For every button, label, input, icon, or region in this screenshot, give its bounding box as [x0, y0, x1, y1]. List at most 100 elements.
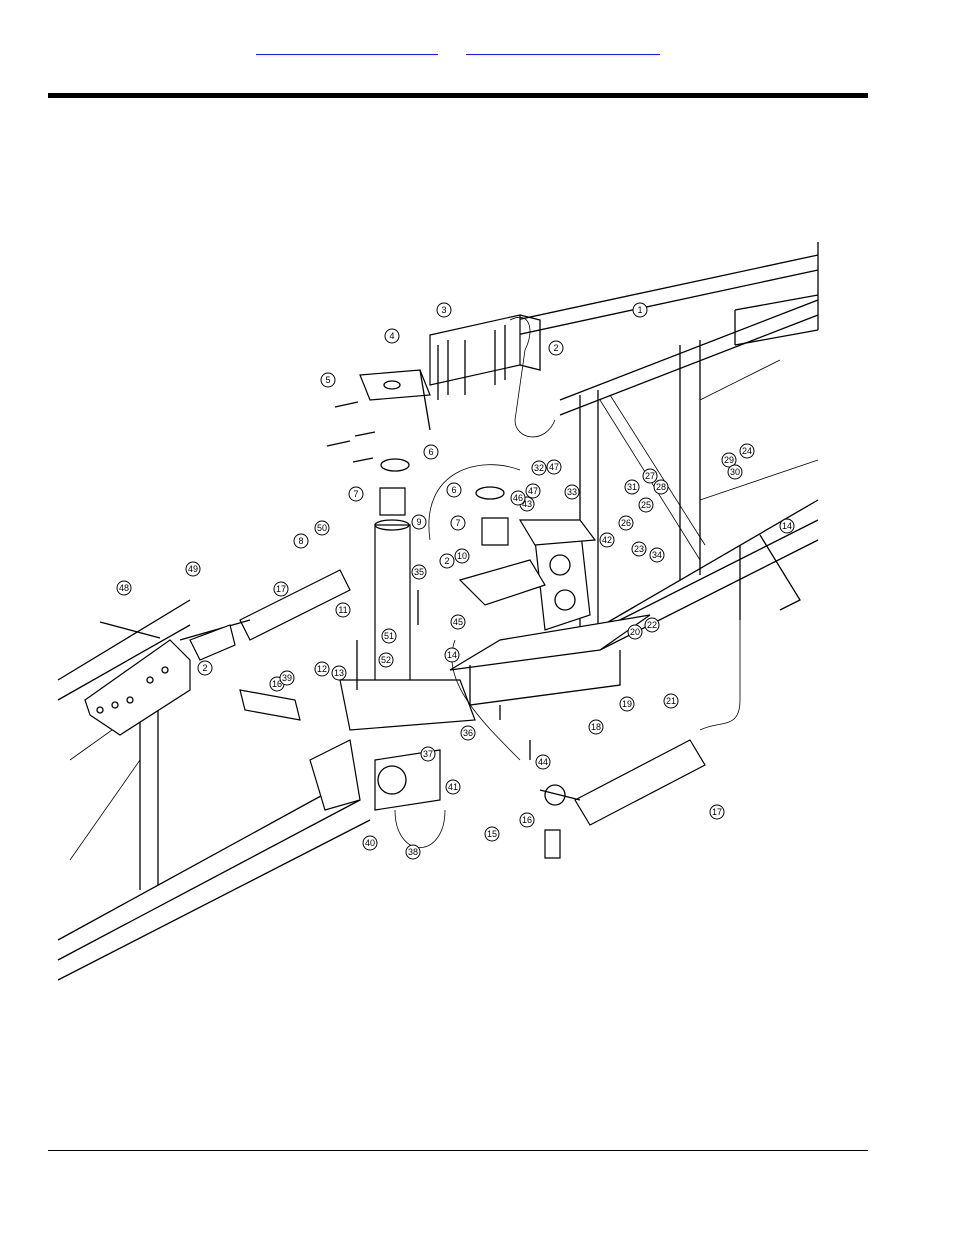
callout-6: 6 — [423, 444, 439, 460]
callout-40: 40 — [362, 835, 378, 851]
svg-text:17: 17 — [276, 584, 286, 594]
svg-text:14: 14 — [782, 521, 792, 531]
svg-text:9: 9 — [416, 517, 421, 527]
callout-7: 7 — [348, 486, 364, 502]
svg-text:5: 5 — [325, 375, 330, 385]
callout-30: 30 — [727, 464, 743, 480]
frame-linework — [57, 242, 819, 981]
svg-text:33: 33 — [567, 487, 577, 497]
callout-35: 35 — [411, 564, 427, 580]
callout-33: 33 — [564, 484, 580, 500]
callout-13: 13 — [331, 665, 347, 681]
svg-text:18: 18 — [591, 722, 601, 732]
svg-text:6: 6 — [451, 485, 456, 495]
svg-text:45: 45 — [453, 617, 463, 627]
svg-text:24: 24 — [742, 446, 752, 456]
svg-text:43: 43 — [522, 499, 532, 509]
callout-48: 48 — [116, 580, 132, 596]
callout-47: 47 — [525, 483, 541, 499]
svg-text:21: 21 — [666, 696, 676, 706]
callout-21: 21 — [663, 693, 679, 709]
svg-text:10: 10 — [457, 551, 467, 561]
callout-52: 52 — [378, 652, 394, 668]
callout-51: 51 — [381, 628, 397, 644]
svg-text:6: 6 — [428, 447, 433, 457]
svg-text:2: 2 — [444, 556, 449, 566]
svg-text:44: 44 — [538, 757, 548, 767]
callout-41: 41 — [445, 779, 461, 795]
svg-text:40: 40 — [365, 838, 375, 848]
svg-text:14: 14 — [447, 650, 457, 660]
callout-29: 29 — [721, 452, 737, 468]
callout-14: 14 — [444, 647, 460, 663]
header-link-right[interactable] — [466, 40, 660, 55]
callout-47: 47 — [546, 459, 562, 475]
svg-text:28: 28 — [656, 482, 666, 492]
callout-25: 25 — [638, 497, 654, 513]
callout-36: 36 — [460, 725, 476, 741]
svg-text:39: 39 — [282, 673, 292, 683]
svg-text:17: 17 — [712, 807, 722, 817]
svg-text:34: 34 — [652, 550, 662, 560]
callout-15: 15 — [484, 826, 500, 842]
svg-text:47: 47 — [549, 462, 559, 472]
callout-group: 1 2 2 2 3 4 5 6 6 7 7 8 9 10 11 12 13 14… — [116, 302, 795, 860]
callout-46: 46 — [510, 490, 526, 506]
callout-31: 31 — [624, 479, 640, 495]
callout-16: 16 — [519, 812, 535, 828]
callout-22: 22 — [644, 617, 660, 633]
svg-text:12: 12 — [317, 664, 327, 674]
callout-27: 27 — [642, 468, 658, 484]
callout-38: 38 — [405, 844, 421, 860]
callout-28: 28 — [653, 479, 669, 495]
callout-18: 18 — [588, 719, 604, 735]
callout-20: 20 — [627, 624, 643, 640]
callout-24: 24 — [739, 443, 755, 459]
svg-text:16: 16 — [272, 679, 282, 689]
callout-49: 49 — [185, 561, 201, 577]
svg-text:3: 3 — [441, 305, 446, 315]
callout-9: 9 — [411, 514, 427, 530]
svg-text:13: 13 — [334, 668, 344, 678]
callout-19: 19 — [619, 696, 635, 712]
svg-text:49: 49 — [188, 564, 198, 574]
svg-text:35: 35 — [414, 567, 424, 577]
svg-text:16: 16 — [522, 815, 532, 825]
svg-text:4: 4 — [389, 331, 394, 341]
svg-text:20: 20 — [630, 627, 640, 637]
callout-17: 17 — [273, 581, 289, 597]
callout-14: 14 — [779, 518, 795, 534]
svg-text:2: 2 — [202, 663, 207, 673]
callout-50: 50 — [314, 520, 330, 536]
callout-34: 34 — [649, 547, 665, 563]
svg-text:29: 29 — [724, 455, 734, 465]
svg-text:47: 47 — [528, 486, 538, 496]
callout-5: 5 — [320, 372, 336, 388]
callout-45: 45 — [450, 614, 466, 630]
callout-44: 44 — [535, 754, 551, 770]
callout-12: 12 — [314, 661, 330, 677]
svg-text:23: 23 — [634, 544, 644, 554]
svg-text:46: 46 — [513, 493, 523, 503]
callout-6: 6 — [446, 482, 462, 498]
svg-text:30: 30 — [730, 467, 740, 477]
svg-text:41: 41 — [448, 782, 458, 792]
header-link-left[interactable] — [256, 40, 438, 55]
callout-2: 2 — [197, 660, 213, 676]
svg-text:27: 27 — [645, 471, 655, 481]
callout-37: 37 — [420, 746, 436, 762]
footer-rule — [48, 1150, 868, 1151]
svg-text:19: 19 — [622, 699, 632, 709]
callout-1: 1 — [632, 302, 648, 318]
callout-23: 23 — [631, 541, 647, 557]
svg-text:31: 31 — [627, 482, 637, 492]
callout-2: 2 — [439, 553, 455, 569]
svg-text:32: 32 — [534, 463, 544, 473]
svg-text:25: 25 — [641, 500, 651, 510]
callout-3: 3 — [436, 302, 452, 318]
callout-4: 4 — [384, 328, 400, 344]
svg-text:7: 7 — [353, 489, 358, 499]
svg-text:26: 26 — [621, 518, 631, 528]
callout-8: 8 — [293, 533, 309, 549]
svg-text:1: 1 — [637, 305, 642, 315]
